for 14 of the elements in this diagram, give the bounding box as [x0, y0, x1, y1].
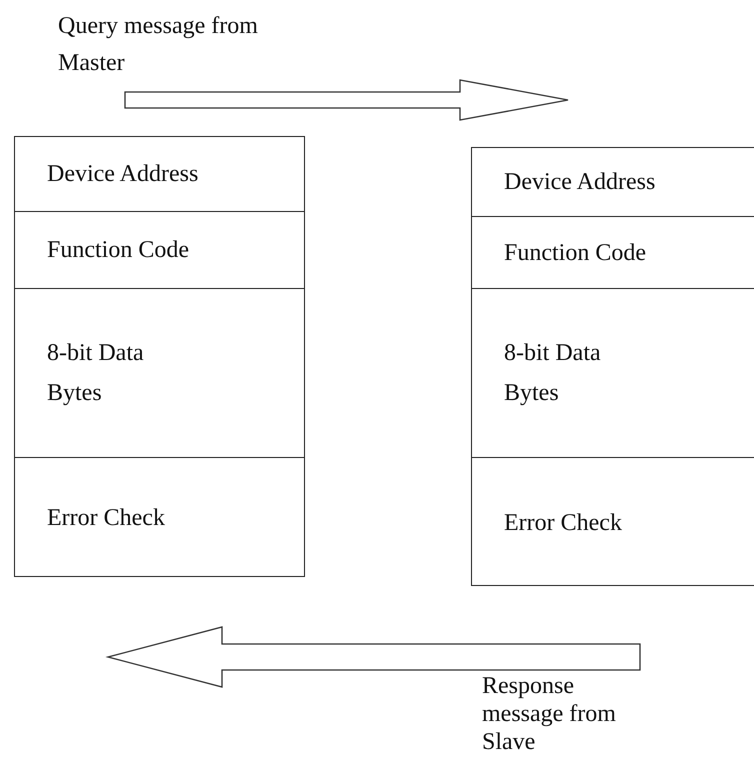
frame-field: Error Check	[472, 457, 754, 587]
message-frame	[14, 136, 305, 577]
frame-field: Device Address	[15, 137, 304, 211]
edge-label: Query message from Master	[58, 12, 258, 78]
frame-field: Function Code	[472, 216, 754, 288]
frame-field: Error Check	[15, 457, 304, 578]
frame-field: Function Code	[15, 211, 304, 288]
block-arrow	[105, 626, 641, 688]
block-arrow	[124, 79, 569, 121]
frame-field: 8-bit Data Bytes	[472, 288, 754, 457]
edge-label: Response message from Slave	[482, 672, 617, 756]
frame-field: 8-bit Data Bytes	[15, 288, 304, 457]
frame-field: Device Address	[472, 148, 754, 216]
message-frame	[471, 147, 754, 586]
